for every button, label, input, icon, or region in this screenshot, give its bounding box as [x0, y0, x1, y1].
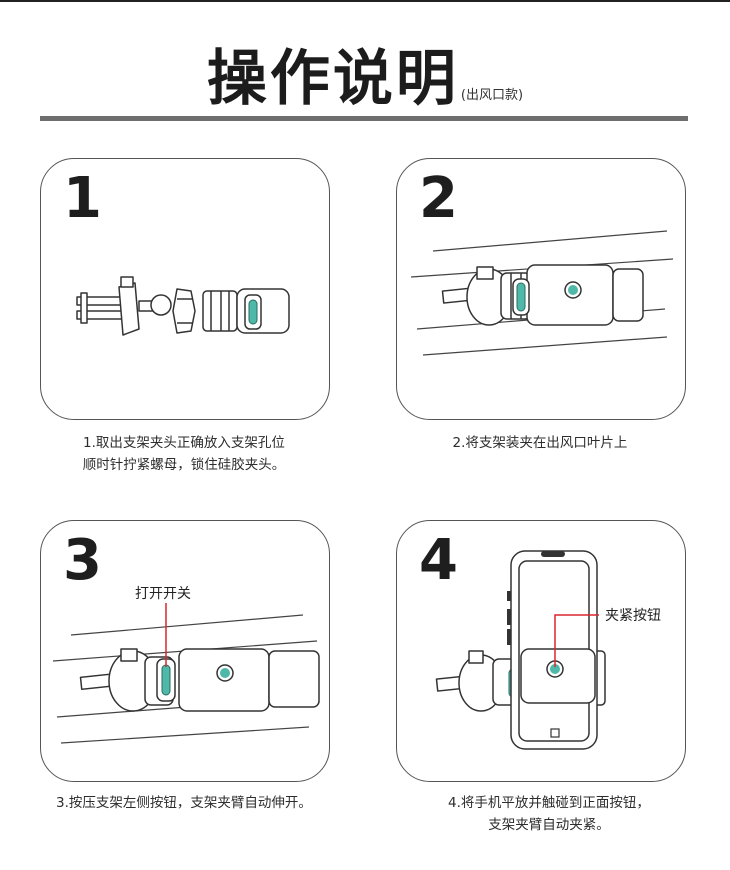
- step-3-number: 3: [63, 528, 102, 593]
- step-1-caption-line-1: 1.取出支架夹头正确放入支架孔位: [83, 435, 285, 451]
- step-1-panel: 1: [40, 158, 330, 420]
- clamp-button-callout: 夹紧按钮: [605, 608, 661, 624]
- step-4-number: 4: [419, 528, 458, 593]
- step-3-illustration: [52, 603, 320, 744]
- step-1-illustration: [76, 276, 290, 336]
- step-2-panel: 2: [396, 158, 686, 420]
- page-header: 操作说明(出风口款): [0, 30, 730, 117]
- step-1-caption-line-2: 顺时针拧紧螺母，锁住硅胶夹头。: [82, 457, 286, 473]
- step-2-illustration: [410, 230, 674, 356]
- step-2-caption: 2.将支架装夹在出风口叶片上: [410, 432, 670, 454]
- step-1-caption: 1.取出支架夹头正确放入支架孔位 顺时针拧紧螺母，锁住硅胶夹头。: [34, 432, 334, 476]
- header-divider: [40, 116, 688, 121]
- page-subtitle: (出风口款): [460, 88, 524, 103]
- step-3-panel: 3 打开开关: [40, 520, 330, 782]
- step-4-panel: 4 夹紧按钮: [396, 520, 686, 782]
- step-4-caption-line-2: 支架夹臂自动夹紧。: [488, 817, 610, 833]
- step-4-caption: 4.将手机平放并触碰到正面按钮， 支架夹臂自动夹紧。: [404, 792, 694, 836]
- step-3-caption-line-1: 3.按压支架左侧按钮，支架夹臂自动伸开。: [56, 795, 312, 811]
- step-3-caption: 3.按压支架左侧按钮，支架夹臂自动伸开。: [34, 792, 334, 814]
- step-2-caption-line-1: 2.将支架装夹在出风口叶片上: [452, 435, 628, 451]
- step-1-number: 1: [63, 166, 102, 231]
- step-4-illustration: [435, 550, 606, 750]
- page-title: 操作说明: [206, 44, 459, 114]
- open-switch-callout: 打开开关: [135, 586, 191, 602]
- step-2-number: 2: [419, 166, 458, 231]
- step-4-caption-line-1: 4.将手机平放并触碰到正面按钮，: [448, 795, 650, 811]
- top-border: [0, 0, 730, 2]
